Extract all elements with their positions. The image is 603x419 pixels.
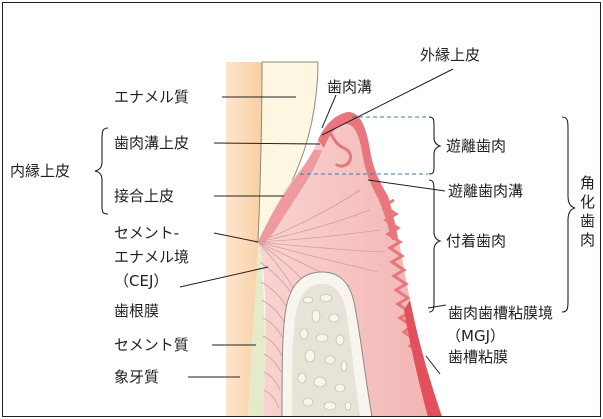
label-keratinized-gingiva-1: 角 bbox=[580, 174, 595, 192]
label-junctional-epithelium: 接合上皮 bbox=[114, 187, 174, 205]
label-cej-line1: セメント- bbox=[114, 224, 179, 242]
label-attached-gingiva: 付着歯肉 bbox=[446, 232, 506, 250]
label-cementum: セメント質 bbox=[114, 336, 189, 354]
label-sulcular-epithelium: 歯肉溝上皮 bbox=[114, 134, 189, 152]
label-keratinized-gingiva-4: 肉 bbox=[580, 231, 595, 249]
label-mgj-line2: （MGJ） bbox=[446, 327, 505, 345]
label-cej-line2: エナメル境 bbox=[114, 248, 189, 266]
label-dentin: 象牙質 bbox=[114, 368, 159, 386]
label-enamel: エナメル質 bbox=[114, 88, 189, 106]
label-inner-epithelium: 内縁上皮 bbox=[10, 162, 70, 180]
label-pdl: 歯根膜 bbox=[114, 302, 159, 320]
label-mgj-line1: 歯肉歯槽粘膜境 bbox=[448, 304, 553, 322]
label-cej-line3: （CEJ） bbox=[114, 272, 168, 290]
label-keratinized-gingiva-2: 化 bbox=[580, 193, 595, 211]
label-keratinized-gingiva-3: 歯 bbox=[580, 212, 595, 230]
label-free-gingiva: 遊離歯肉 bbox=[446, 137, 506, 155]
label-alveolar-mucosa: 歯槽粘膜 bbox=[448, 348, 508, 366]
label-gingival-sulcus: 歯肉溝 bbox=[327, 78, 372, 96]
label-outer-epithelium: 外縁上皮 bbox=[420, 46, 480, 64]
label-free-gingival-groove: 遊離歯肉溝 bbox=[448, 182, 523, 200]
